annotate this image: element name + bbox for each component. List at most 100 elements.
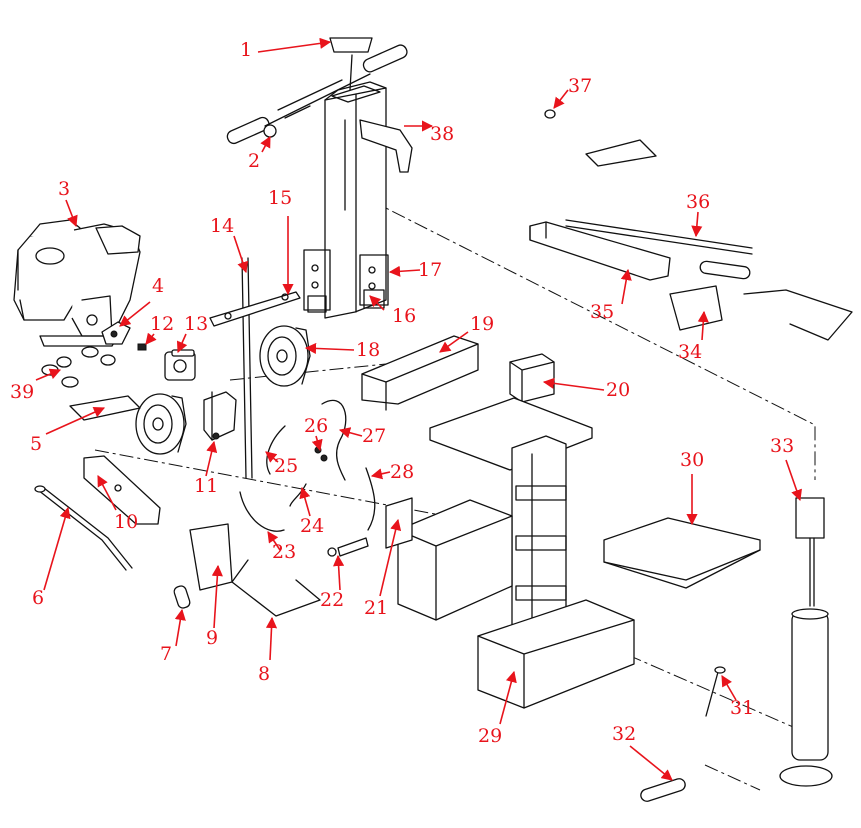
- callout-38: 38: [404, 120, 454, 145]
- part-knob: [544, 109, 556, 119]
- callout-2-label: 2: [248, 150, 260, 172]
- callout-7-label: 7: [160, 643, 172, 665]
- callout-30: 30: [680, 449, 704, 526]
- part-log-tray: [603, 517, 761, 589]
- callout-34-label: 34: [678, 341, 702, 363]
- part-guard-plate: [189, 523, 233, 591]
- callout-25-label: 25: [274, 455, 298, 477]
- part-axle: [34, 485, 133, 571]
- callout-10-label: 10: [114, 511, 138, 533]
- callout-20: 20: [542, 377, 630, 401]
- callout-1: 1: [240, 37, 332, 61]
- callout-26: 26: [304, 415, 328, 452]
- callout-8-label: 8: [258, 663, 270, 685]
- part-frame-base: [397, 499, 513, 621]
- callout-25: 25: [265, 451, 298, 477]
- callout-11-label: 11: [194, 475, 218, 497]
- callout-20-label: 20: [606, 379, 630, 401]
- callout-22: 22: [320, 554, 344, 611]
- callout-12-label: 12: [150, 313, 174, 335]
- part-support-rod: [565, 219, 753, 280]
- callout-30-label: 30: [680, 449, 704, 471]
- callout-37-label: 37: [568, 75, 592, 97]
- part-side-bracket: [385, 497, 413, 549]
- callout-28: 28: [370, 461, 414, 483]
- part-work-table: [429, 397, 593, 471]
- callout-12: 12: [145, 313, 174, 345]
- callout-39-label: 39: [10, 381, 34, 403]
- part-cross-beam: [529, 221, 671, 281]
- callout-7: 7: [160, 608, 186, 665]
- callout-10: 10: [97, 475, 138, 533]
- callout-36-label: 36: [686, 191, 710, 213]
- callout-15-label: 15: [268, 187, 292, 209]
- callout-32: 32: [612, 723, 673, 781]
- callout-28-label: 28: [390, 461, 414, 483]
- callout-31: 31: [721, 675, 754, 719]
- part-wire-loop: [743, 289, 853, 341]
- part-top-plate: [329, 37, 373, 91]
- callout-19-label: 19: [470, 313, 494, 335]
- callout-18-label: 18: [356, 339, 380, 361]
- part-lower-column: [511, 435, 567, 639]
- part-main-column: [303, 81, 389, 319]
- callout-14-label: 14: [210, 215, 234, 237]
- callout-33-label: 33: [770, 435, 794, 457]
- part-cylinder-pin: [640, 778, 686, 802]
- part-frame-handle: [231, 559, 321, 617]
- callout-24: 24: [299, 486, 324, 537]
- part-hoses: [239, 399, 376, 557]
- part-axle-bracket: [83, 455, 161, 525]
- callout-27: 27: [338, 425, 386, 447]
- callout-39: 39: [10, 368, 62, 403]
- callout-38-label: 38: [430, 123, 454, 145]
- callout-3-label: 3: [58, 178, 70, 200]
- callout-4-label: 4: [152, 275, 164, 297]
- part-wheel-lower: [135, 393, 187, 455]
- callout-16: 16: [369, 295, 416, 327]
- part-top-block: [509, 353, 555, 403]
- part-mount-plate: [69, 395, 141, 421]
- callout-23: 23: [267, 531, 296, 563]
- callout-29: 29: [478, 670, 517, 747]
- part-lock-pin: [705, 666, 726, 717]
- part-small-guard: [669, 285, 723, 331]
- callout-17-label: 17: [418, 259, 442, 281]
- part-wedge-plate: [585, 139, 657, 167]
- callout-16-label: 16: [392, 305, 416, 327]
- callout-2: 2: [248, 136, 271, 172]
- part-hydraulic-cylinder: [779, 497, 833, 787]
- part-lever-rods: [209, 257, 301, 479]
- part-control-valve: [203, 391, 237, 441]
- callout-3: 3: [58, 178, 78, 228]
- part-pin: [173, 585, 191, 609]
- callout-5-label: 5: [30, 433, 42, 455]
- part-pump: [137, 343, 196, 381]
- callout-19: 19: [439, 313, 494, 353]
- part-engine: [13, 219, 141, 347]
- part-splitting-wedge: [359, 119, 413, 173]
- callout-6-label: 6: [32, 587, 44, 609]
- callout-21-label: 21: [364, 597, 388, 619]
- callout-24-label: 24: [300, 515, 324, 537]
- part-base-box: [477, 599, 635, 709]
- callout-14: 14: [210, 215, 249, 274]
- callout-11: 11: [194, 440, 218, 497]
- callout-35-label: 35: [590, 301, 614, 323]
- callout-22-label: 22: [320, 589, 344, 611]
- callout-23-label: 23: [272, 541, 296, 563]
- callout-21: 21: [364, 518, 402, 619]
- callout-17: 17: [388, 259, 442, 281]
- callout-27-label: 27: [362, 425, 386, 447]
- callout-5: 5: [30, 407, 106, 455]
- callout-1-label: 1: [240, 39, 252, 61]
- part-wheel-upper: [259, 325, 311, 387]
- callout-13: 13: [176, 313, 208, 354]
- callout-8: 8: [258, 616, 278, 685]
- callout-9: 9: [206, 564, 223, 649]
- callout-33: 33: [770, 435, 802, 502]
- part-coupling: [101, 321, 131, 345]
- callout-34: 34: [678, 310, 709, 363]
- callout-32-label: 32: [612, 723, 636, 745]
